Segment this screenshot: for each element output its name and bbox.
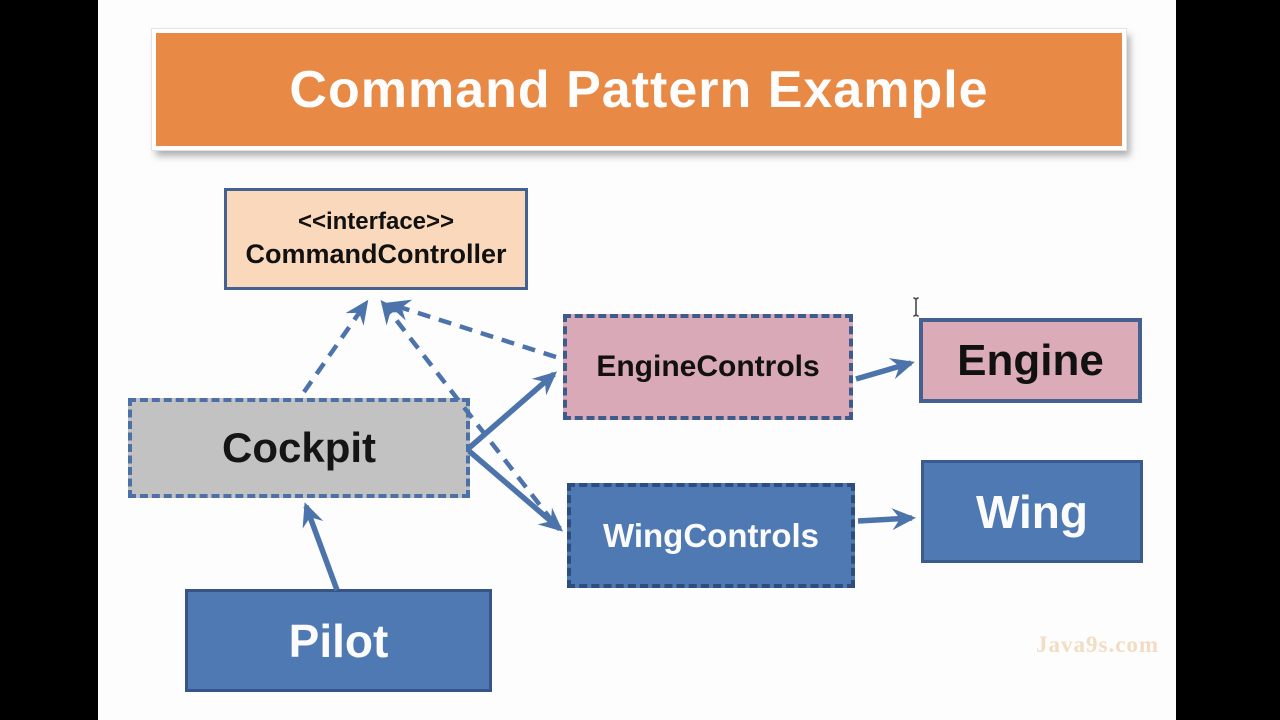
- wingcontrols-node: WingControls: [567, 483, 855, 588]
- text-cursor-icon: [913, 297, 919, 317]
- enginecontrols-node: EngineControls: [563, 314, 853, 420]
- page-title: Command Pattern Example: [289, 60, 989, 119]
- pilot-node: Pilot: [185, 589, 492, 692]
- interface-stereotype-label: <<interface>>: [297, 207, 455, 235]
- wing-node: Wing: [921, 460, 1143, 563]
- interface-name-label: CommandController: [245, 239, 507, 270]
- cockpit-node: Cockpit: [128, 398, 470, 498]
- engine-node: Engine: [919, 318, 1142, 403]
- title-banner: Command Pattern Example: [152, 29, 1126, 150]
- java9s-watermark: Java9s.com: [1036, 632, 1160, 657]
- commandcontroller-interface-node: <<interface>> CommandController: [224, 188, 528, 290]
